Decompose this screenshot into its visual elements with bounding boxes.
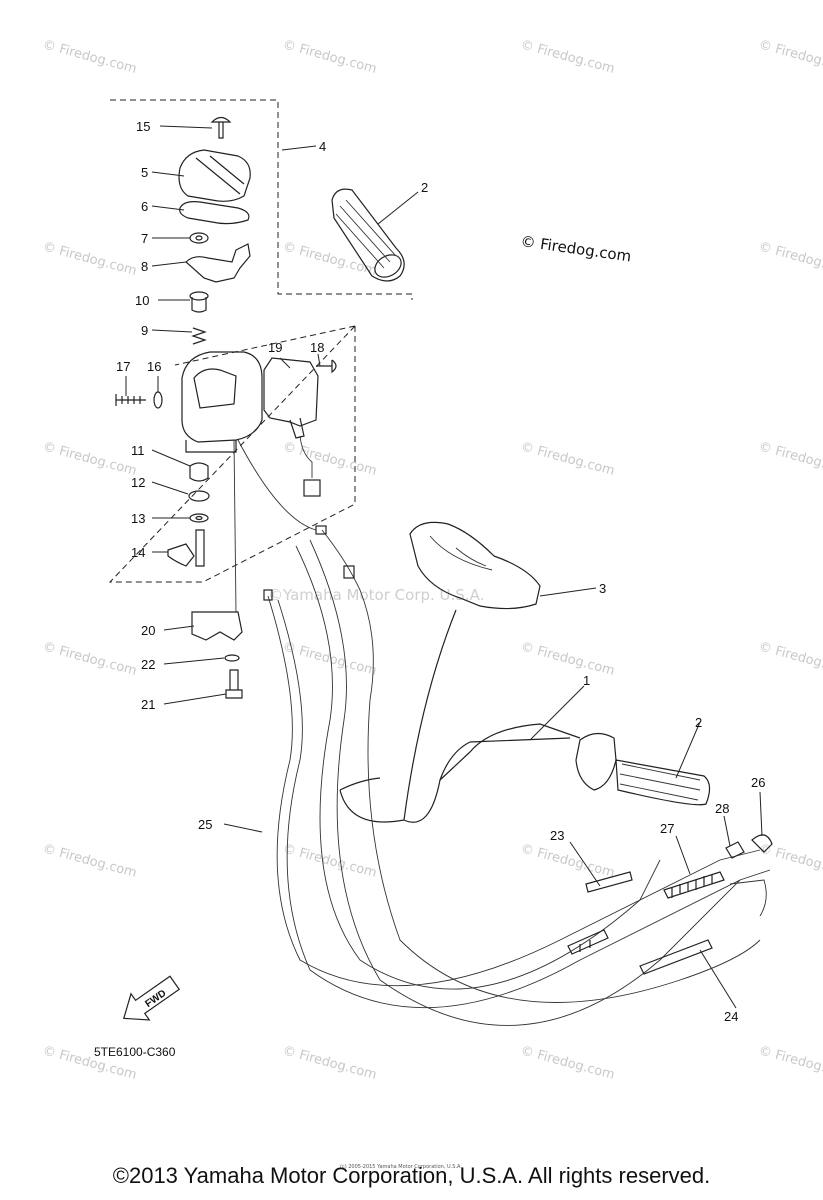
callout-5: 5 xyxy=(141,165,148,180)
callout-23: 23 xyxy=(550,828,564,843)
callout-24: 24 xyxy=(724,1009,738,1024)
firedog-logo: © Firedog.com xyxy=(519,232,632,265)
callout-11: 11 xyxy=(131,443,145,458)
watermark: © Firedog.com xyxy=(281,841,378,881)
cables xyxy=(237,439,773,1026)
callout-19: 19 xyxy=(268,340,282,355)
callout-13: 13 xyxy=(131,511,145,526)
grip-right xyxy=(575,732,711,806)
watermark: © Firedog.com xyxy=(281,639,378,679)
callout-16: 16 xyxy=(147,359,161,374)
watermark: © Firedog.com xyxy=(519,841,616,881)
watermark: © Firedog.com xyxy=(519,439,616,479)
hand-guard xyxy=(409,521,541,610)
callout-8: 8 xyxy=(141,259,148,274)
leader-lines xyxy=(125,125,763,1009)
callout-26: 26 xyxy=(751,775,765,790)
callouts: 15 5 6 7 8 10 9 17 16 19 18 4 2 11 12 13… xyxy=(116,119,765,1024)
callout-2-right: 2 xyxy=(695,715,702,730)
callout-2-top: 2 xyxy=(421,180,428,195)
fwd-label: FWD xyxy=(143,988,168,1010)
handlebar xyxy=(339,609,581,823)
callout-20: 20 xyxy=(141,623,155,638)
assembly-boundary xyxy=(108,99,413,583)
callout-25: 25 xyxy=(198,817,212,832)
watermark-center: ©Yamaha Motor Corp. U.S.A. xyxy=(268,586,484,604)
watermark: © Firedog.com xyxy=(757,239,823,279)
callout-21: 21 xyxy=(141,697,155,712)
callout-1: 1 xyxy=(583,673,590,688)
watermark: © Firedog.com xyxy=(757,639,823,679)
fwd-arrow: FWD xyxy=(123,975,180,1021)
callout-9: 9 xyxy=(141,323,148,338)
switch-parts xyxy=(115,116,337,699)
callout-15: 15 xyxy=(136,119,150,134)
footer-copyright: ©2013 Yamaha Motor Corporation, U.S.A. A… xyxy=(112,1163,711,1188)
callout-12: 12 xyxy=(131,475,145,490)
callout-3: 3 xyxy=(599,581,606,596)
callout-27: 27 xyxy=(660,821,674,836)
watermark: © Firedog.com xyxy=(41,37,138,77)
watermark: © Firedog.com xyxy=(281,37,378,77)
callout-6: 6 xyxy=(141,199,148,214)
watermark: © Firedog.com xyxy=(757,37,823,77)
watermark: © Firedog.com xyxy=(757,841,823,881)
grip-top xyxy=(331,188,405,282)
callout-7: 7 xyxy=(141,231,148,246)
callout-4: 4 xyxy=(319,139,326,154)
callout-18: 18 xyxy=(310,340,324,355)
callout-14: 14 xyxy=(131,545,145,560)
watermark: © Firedog.com xyxy=(519,1043,616,1083)
callout-17: 17 xyxy=(116,359,130,374)
watermark: © Firedog.com xyxy=(519,37,616,77)
small-copyright: (c) 2005-2015 Yamaha Motor Corporation, … xyxy=(340,1164,462,1170)
callout-28: 28 xyxy=(715,801,729,816)
callout-10: 10 xyxy=(135,293,149,308)
watermark: © Firedog.com xyxy=(757,1043,823,1083)
watermark: © Firedog.com xyxy=(41,841,138,881)
watermark: © Firedog.com xyxy=(281,439,378,479)
watermark-layer: © Firedog.com © Firedog.com © Firedog.co… xyxy=(41,37,823,1083)
watermark: © Firedog.com xyxy=(281,1043,378,1083)
diagram-code: 5TE6100-C360 xyxy=(94,1045,176,1059)
watermark: © Firedog.com xyxy=(41,639,138,679)
watermark: © Firedog.com xyxy=(41,239,138,279)
watermark: © Firedog.com xyxy=(519,639,616,679)
watermark: © Firedog.com xyxy=(757,439,823,479)
watermark: © Firedog.com xyxy=(41,439,138,479)
callout-22: 22 xyxy=(141,657,155,672)
